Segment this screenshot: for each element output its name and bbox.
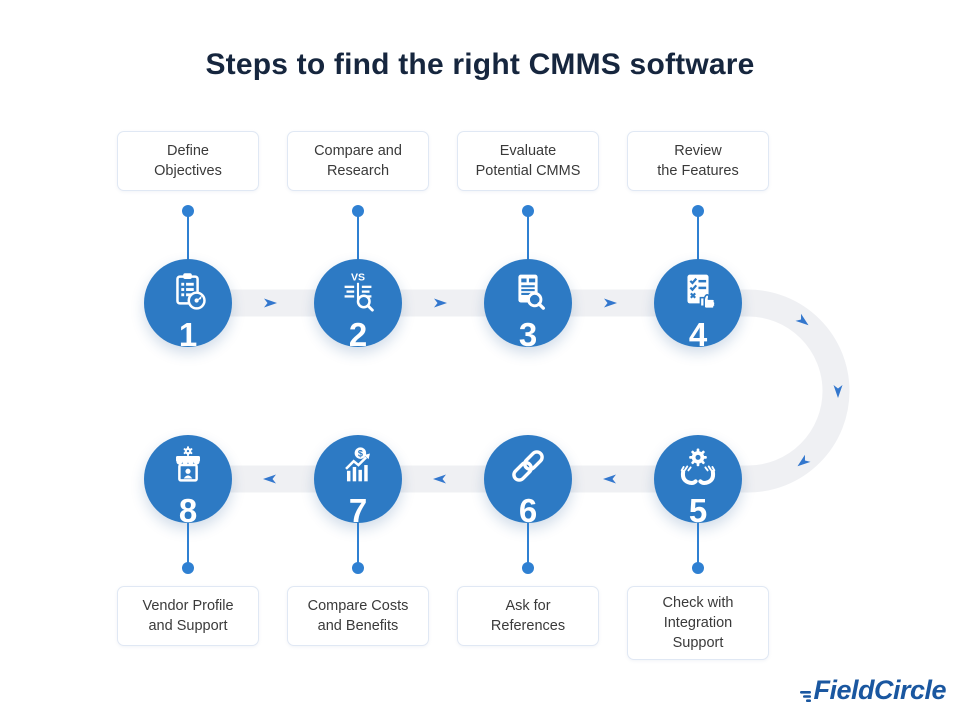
step-label: Compare and Research	[287, 131, 429, 191]
step-circle: 3	[484, 259, 572, 351]
checklist-thumbsup-icon	[687, 274, 716, 310]
step-label: Check with Integration Support	[627, 586, 769, 660]
hands-gear-icon	[680, 448, 716, 485]
arrow-right-icon	[434, 298, 447, 308]
document-search-icon	[518, 274, 545, 310]
arrow-right-icon	[264, 298, 277, 308]
logo-text: FieldCircle	[813, 675, 946, 705]
step-label: Compare Costs and Benefits	[287, 586, 429, 646]
connector-dot	[692, 205, 704, 217]
brand-logo: FieldCircle	[797, 677, 946, 704]
clipboard-target-icon	[176, 273, 206, 310]
arrow-left-icon	[433, 474, 446, 484]
page-title: Steps to find the right CMMS software	[205, 48, 755, 81]
connector-line	[187, 215, 189, 260]
connector-line	[697, 523, 699, 564]
arrow-down-icon	[833, 385, 843, 398]
connector-line	[357, 215, 359, 260]
connector-line	[357, 523, 359, 564]
connector-dot	[352, 205, 364, 217]
flow-arrow-icons	[263, 298, 843, 484]
connector-line	[527, 215, 529, 260]
connector-line	[527, 523, 529, 564]
svg-text:VS: VS	[351, 271, 365, 283]
step-circle: 8	[144, 435, 232, 527]
cost-chart-icon: $	[345, 447, 370, 482]
step-label: Vendor Profile and Support	[117, 586, 259, 646]
arrow-curve-icon	[797, 454, 811, 467]
arrow-curve-icon	[795, 313, 809, 326]
step-circle: 1	[144, 259, 232, 351]
vendor-store-icon	[176, 446, 200, 482]
step-number: 2	[348, 316, 368, 353]
step-number: 4	[688, 316, 708, 353]
arrow-right-icon	[604, 298, 617, 308]
step-number: 1	[178, 316, 198, 353]
step-label: Define Objectives	[117, 131, 259, 191]
connector-line	[697, 215, 699, 260]
arrow-left-icon	[603, 474, 616, 484]
step-circle: 5	[654, 435, 742, 527]
step-number: 6	[518, 492, 538, 529]
connector-dot	[182, 562, 194, 574]
step-label: Review the Features	[627, 131, 769, 191]
step-circle: VS 2	[314, 259, 402, 351]
step-circle: 6	[484, 435, 572, 527]
connector-dot	[522, 562, 534, 574]
arrow-left-icon	[263, 474, 276, 484]
connector-dot	[182, 205, 194, 217]
speed-lines-icon	[800, 691, 812, 702]
step-label: Ask for References	[457, 586, 599, 646]
step-number: 5	[688, 492, 708, 529]
chain-link-icon	[512, 450, 544, 482]
connector-dot	[522, 205, 534, 217]
step-number: 3	[518, 316, 538, 353]
step-label: Evaluate Potential CMMS	[457, 131, 599, 191]
connector-dot	[352, 562, 364, 574]
connector-line	[187, 523, 189, 564]
svg-text:$: $	[358, 448, 363, 458]
vs-compare-icon: VS	[344, 271, 374, 312]
connector-dot	[692, 562, 704, 574]
step-number: 7	[348, 492, 368, 529]
step-circle: 4	[654, 259, 742, 351]
step-circle: $ 7	[314, 435, 402, 527]
step-number: 8	[178, 492, 198, 529]
